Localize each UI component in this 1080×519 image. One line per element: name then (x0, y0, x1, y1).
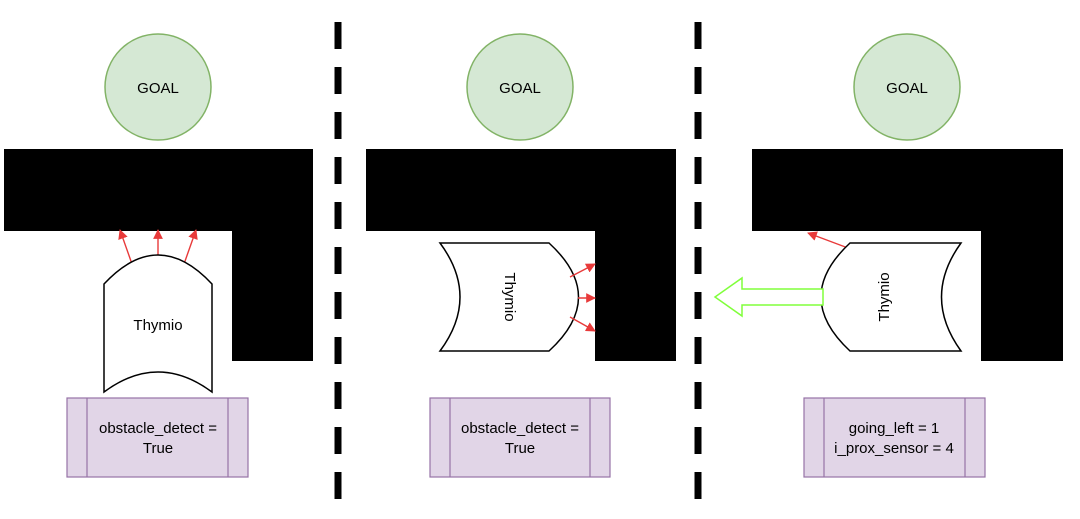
thymio-robot (820, 242, 963, 352)
state-line-2: i_prox_sensor = 4 (834, 440, 954, 457)
wall (366, 149, 676, 361)
move-left-arrow-icon (713, 276, 824, 318)
panel-2: GOAL Thymio obstacle_detect = True (366, 33, 676, 478)
goal-circle (853, 33, 961, 141)
panel-3: GOAL Thymio going_left = 1 i_prox_sensor… (713, 33, 1063, 478)
state-box: going_left = 1 i_prox_sensor = 4 (803, 397, 986, 478)
state-line-2: True (143, 440, 173, 457)
goal-label: GOAL (137, 80, 179, 97)
thymio-label: Thymio (876, 272, 893, 321)
thymio-label: Thymio (133, 317, 182, 334)
wall (752, 149, 1063, 361)
goal-circle (466, 33, 574, 141)
thymio-label: Thymio (501, 272, 518, 321)
goal-label: GOAL (886, 80, 928, 97)
state-line-1: obstacle_detect = (461, 420, 579, 437)
sensor-ray-left (118, 229, 133, 265)
sensor-ray-upper (569, 263, 596, 278)
goal-label: GOAL (499, 80, 541, 97)
wall (4, 149, 313, 361)
state-box: obstacle_detect = True (429, 397, 611, 478)
sensor-ray-right (183, 229, 198, 265)
thymio-robot (103, 254, 213, 394)
goal-circle (104, 33, 212, 141)
state-line-1: obstacle_detect = (99, 420, 217, 437)
sensor-ray-lower (569, 316, 596, 332)
state-line-1: going_left = 1 (849, 420, 940, 437)
state-line-2: True (505, 440, 535, 457)
state-box: obstacle_detect = True (66, 397, 249, 478)
panel-1: GOAL Thymio obstacle_detect = True (4, 33, 313, 478)
sensor-ray-diagonal (807, 231, 849, 249)
sensor-rays (118, 229, 198, 265)
sensor-rays (569, 263, 596, 332)
thymio-robot (438, 242, 580, 352)
